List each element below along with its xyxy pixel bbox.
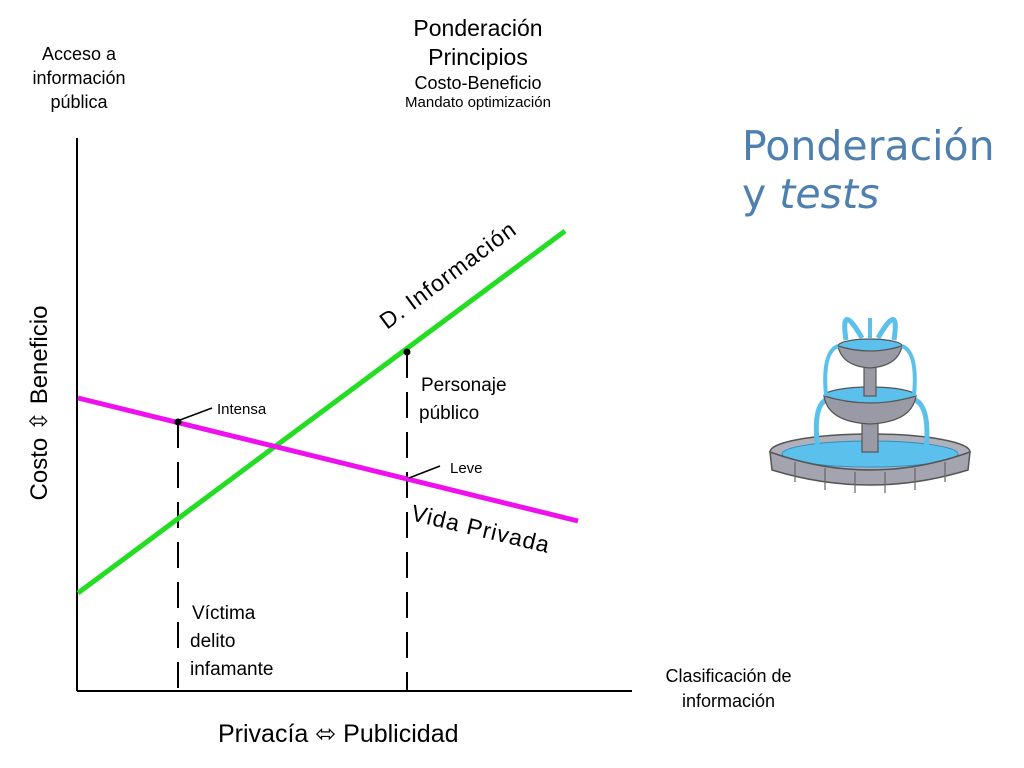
y-axis-top-label: Acceso a información pública <box>14 42 144 114</box>
y-axis-top-line2: información <box>32 68 126 88</box>
y-axis-top-line3: pública <box>50 92 108 112</box>
annotation-leve: Leve <box>450 460 483 477</box>
x-axis-right-label: Clasificación de información <box>636 664 821 714</box>
header-principios: Principios <box>428 44 528 70</box>
ponderacion-header-block: Ponderación Principios Costo-Beneficio M… <box>378 14 578 112</box>
leader-leve <box>408 465 441 479</box>
leader-intensa <box>179 407 213 421</box>
header-mandato: Mandato optimización <box>405 94 551 111</box>
header-costo-beneficio: Costo-Beneficio <box>414 73 542 93</box>
slide-title-line2: y tests <box>742 170 995 218</box>
annotation-victima-line3: infamante <box>190 659 273 680</box>
annotation-victima-line2: delito <box>190 631 235 652</box>
annotation-intensa: Intensa <box>217 401 267 418</box>
annotation-personaje-line2: público <box>419 403 479 424</box>
point-intensa <box>174 418 182 426</box>
slide-title-line1: Ponderación <box>742 122 995 170</box>
slide-title: Ponderación y tests <box>742 122 995 218</box>
bottom-axis-label: Privacía ⬄ Publicidad <box>218 720 459 748</box>
annotation-victima-line1: Víctima <box>192 603 256 624</box>
slide-title-italic: tests <box>779 170 880 218</box>
point-personaje <box>403 348 411 356</box>
green-line-d-informacion <box>76 228 567 596</box>
x-axis-right-line1: Clasificación de <box>665 666 792 686</box>
slide-title-prefix: y <box>742 170 780 218</box>
magenta-line-vida-privada <box>77 395 579 524</box>
y-axis-top-line1: Acceso a <box>41 44 117 64</box>
header-ponderacion: Ponderación <box>413 15 543 41</box>
fountain-icon <box>769 317 971 493</box>
x-axis-right-line2: información <box>681 691 776 711</box>
annotation-personaje-line1: Personaje <box>421 375 507 396</box>
